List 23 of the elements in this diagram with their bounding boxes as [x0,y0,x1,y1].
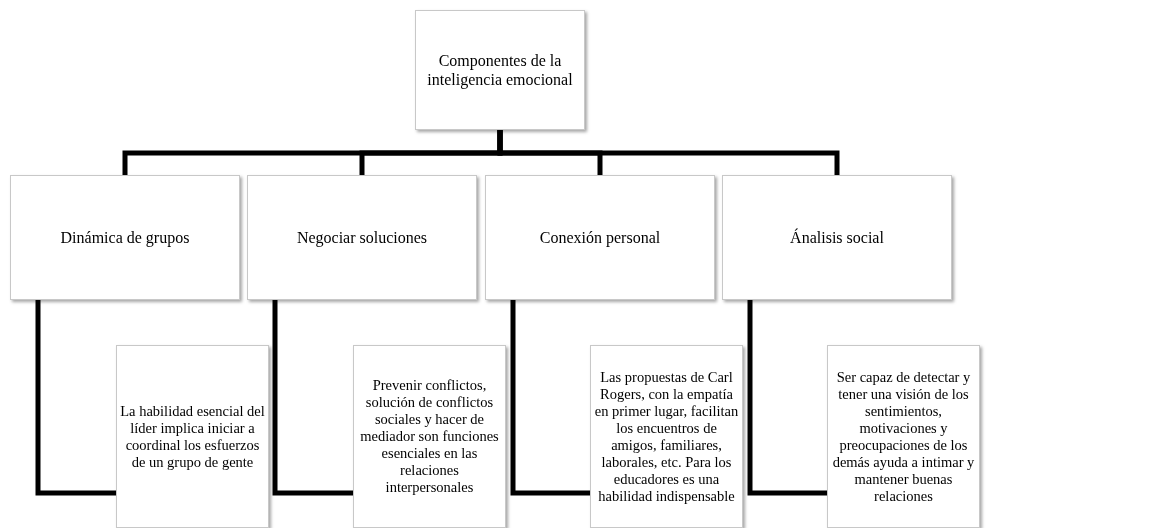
concept-box [116,345,269,528]
concept-box [353,345,506,528]
concept-box [485,175,715,300]
node-text: Conexión personal [539,228,661,247]
node-text: Ser capaz de detectar y tener una visión de los sentimientos, motivaciones y preocupaciones de los demás ayuda a intimar y mantener buenas relaciones [831,368,976,505]
connector-line [272,300,353,496]
node-text: Dinámica de grupos [60,228,190,247]
node-text: Componentes de la inteligencia emocional [426,51,574,89]
concept-box [10,175,240,300]
connector-line [510,300,590,496]
node-text: Ánalisis social [790,228,884,247]
connector-line [747,300,827,496]
node-text: La habilidad esencial del líder implica iniciar a coordinal los esfuerzos de un grupo de gente [120,402,265,471]
concept-box [247,175,477,300]
node-text: Las propuestas de Carl Rogers, con la empatía en primer lugar, facilitan los encuentros de amigos, familiares, laborales, etc. Para los educadores es una habilidad indispensable [594,368,739,505]
root-box [415,10,585,130]
concept-box [590,345,743,528]
node-text: Prevenir conflictos, solución de conflictos sociales y hacer de mediador son funciones esenciales en las relaciones interpersonales [359,377,500,496]
connector-line [497,130,840,175]
concept-box [722,175,952,300]
connector-line [35,300,116,496]
node-text: Negociar soluciones [296,228,428,247]
concept-box [827,345,980,528]
